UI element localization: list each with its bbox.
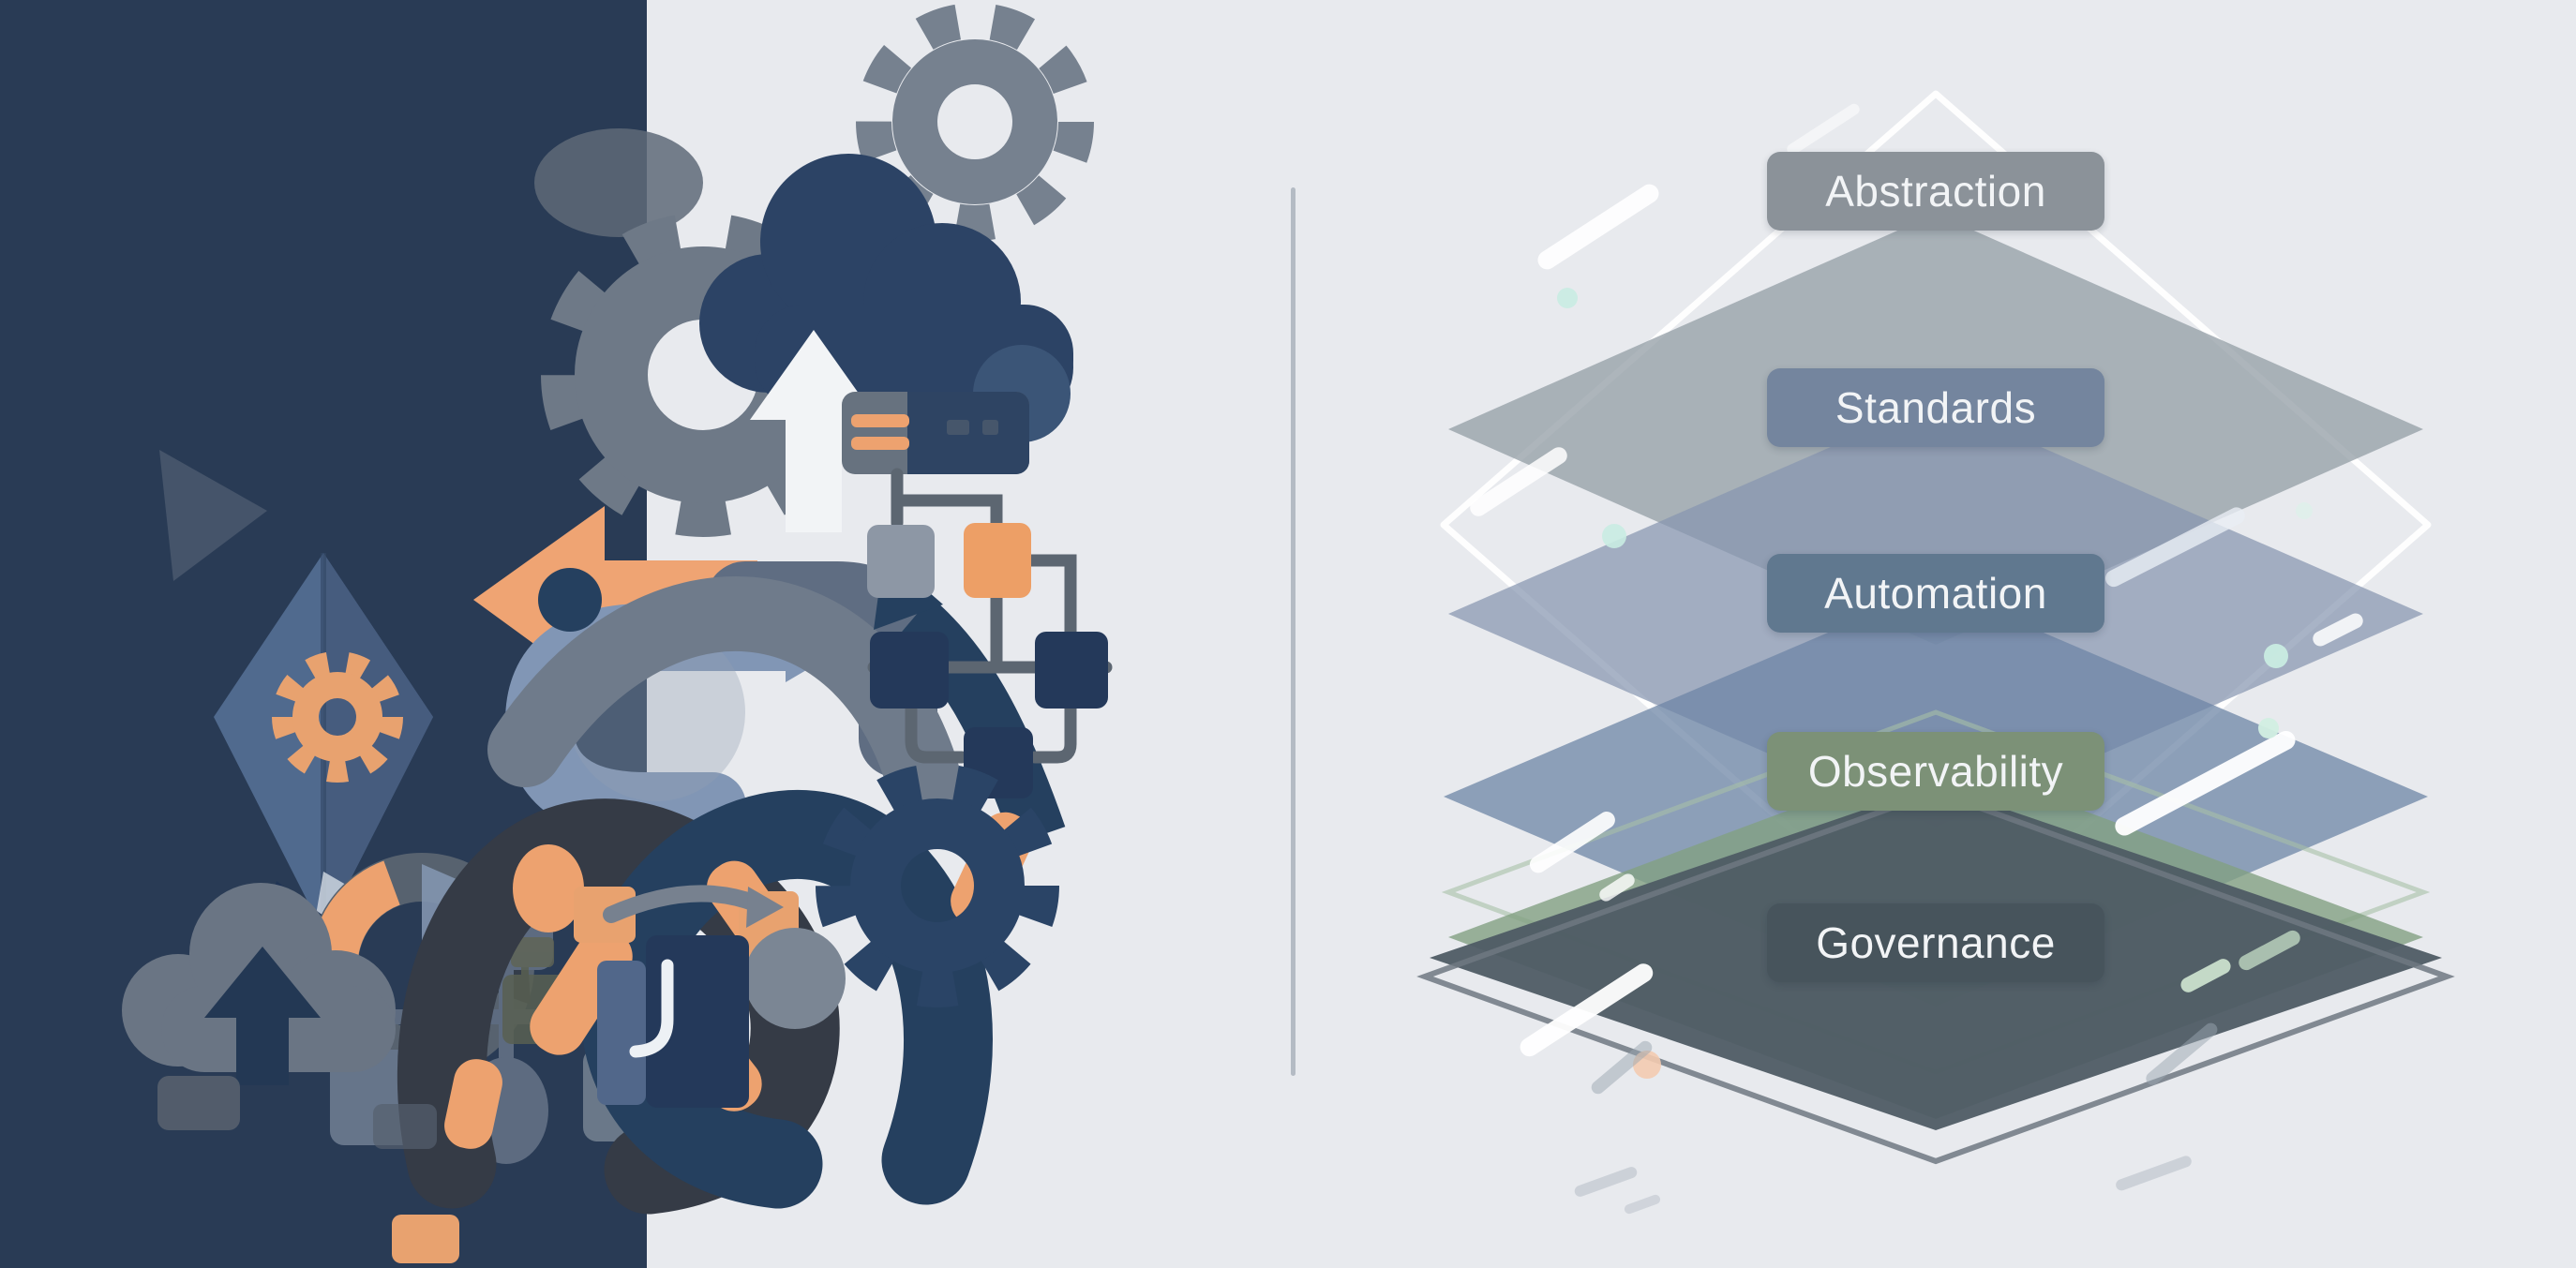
cloud-upload-icon	[699, 154, 1073, 532]
pill-label: Abstraction	[1825, 167, 2046, 216]
layer-streaks	[1470, 103, 2363, 1215]
flag-triangle	[159, 450, 267, 581]
gray-blob	[744, 928, 846, 1029]
orange-gear-icon	[272, 651, 403, 783]
pill-automation: Automation	[1767, 554, 2104, 633]
pill-standards: Standards	[1767, 368, 2104, 447]
pill-governance: Governance	[1767, 903, 2104, 982]
flowchart-icon	[867, 468, 1113, 798]
wireframe-bottom-diamond	[1416, 788, 2455, 1165]
pill-label: Standards	[1835, 383, 2037, 432]
pill-observability: Observability	[1767, 732, 2104, 811]
orange-block	[392, 1215, 459, 1263]
center-divider-line	[1291, 187, 1295, 1076]
pill-abstraction: Abstraction	[1767, 152, 2104, 231]
small-cloud-upload-icon	[122, 883, 396, 1085]
pill-label: Observability	[1807, 747, 2064, 796]
navy-node-dot	[538, 568, 602, 632]
orange-node-dot	[513, 844, 584, 932]
gray-tab	[157, 1076, 240, 1130]
pill-label: Automation	[1824, 569, 2047, 618]
bracket-icon	[597, 935, 749, 1108]
navy-gear-icon	[816, 764, 1059, 1007]
server-icon	[842, 392, 1029, 474]
swoosh-arrow-icon	[603, 885, 784, 928]
small-gear-icon	[856, 3, 1094, 241]
upload-arrow	[750, 330, 877, 532]
complexity-collage	[122, 3, 1113, 1263]
pill-label: Governance	[1816, 918, 2056, 967]
gray-tab	[373, 1104, 437, 1149]
soft-blob	[534, 128, 703, 237]
